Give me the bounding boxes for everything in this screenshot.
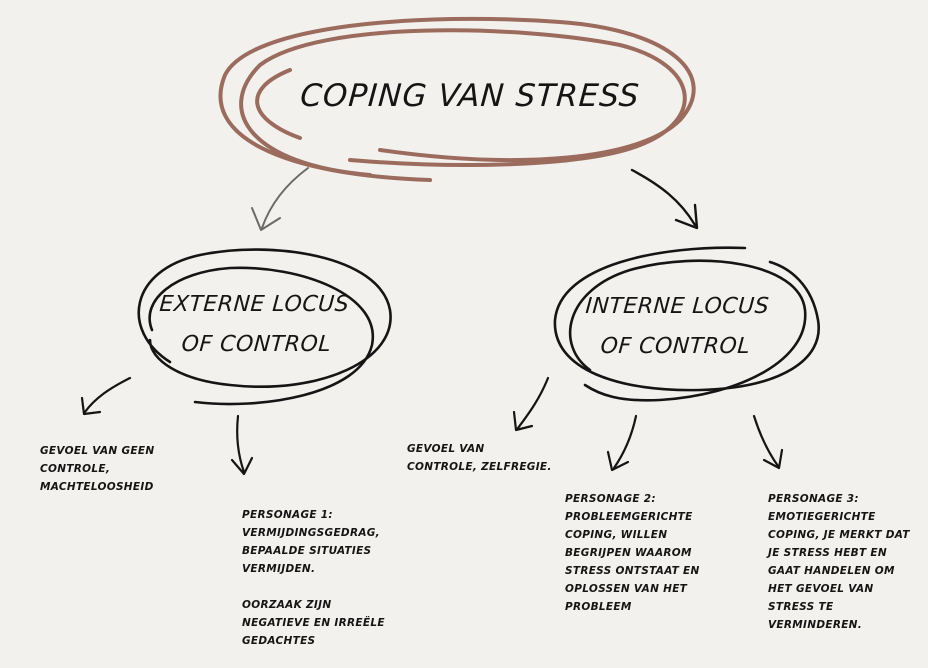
external-persona-block: PERSONAGE 1: VERMIJDINGSGEDRAG, BEPAALDE…	[242, 488, 412, 668]
external-cause-text: OORZAAK ZIJN NEGATIEVE EN IRREËLE GEDACH…	[242, 599, 385, 647]
internal-locus-line2: OF CONTROL	[599, 334, 751, 359]
arrow-external-persona	[236, 414, 246, 474]
arrow-external-persona-head	[230, 456, 254, 476]
internal-scribble-stroke-2	[568, 259, 807, 402]
internal-scribble-stroke-1	[553, 246, 821, 392]
arrow-to-internal	[630, 168, 697, 227]
arrow-internal-persona3	[752, 414, 780, 468]
internal-persona2-text: PERSONAGE 2: PROBLEEMGERICHTE COPING, WI…	[565, 493, 700, 613]
arrow-to-external-head	[251, 207, 281, 231]
internal-scribble	[553, 246, 821, 402]
external-locus-line1: EXTERNE LOCUS	[158, 292, 351, 317]
external-scribble-stroke-2	[148, 266, 375, 406]
arrow-external-feeling-head	[80, 396, 102, 416]
external-scribble	[137, 248, 392, 406]
internal-locus-line1: INTERNE LOCUS	[584, 294, 771, 319]
external-scribble-stroke-1	[137, 248, 392, 388]
title-scribble-stroke-1	[218, 16, 696, 182]
arrow-internal-persona3-head	[762, 448, 784, 470]
title-arrows	[251, 167, 699, 231]
internal-locus-label: INTERNE LOCUS OF CONTROL	[581, 287, 770, 367]
title-scribble-stroke-3	[255, 68, 302, 140]
arrow-to-external	[261, 167, 309, 229]
title-scribble-stroke-2	[239, 28, 687, 177]
arrow-internal-feeling-head	[512, 410, 534, 432]
arrow-to-internal-head	[674, 203, 699, 230]
leaf-arrows	[80, 376, 784, 476]
arrow-external-feeling	[83, 376, 132, 414]
external-locus-label: EXTERNE LOCUS OF CONTROL	[155, 285, 351, 365]
internal-feeling-text: GEVOEL VAN CONTROLE, ZELFREGIE.	[407, 443, 552, 473]
external-persona-text: PERSONAGE 1: VERMIJDINGSGEDRAG, BEPAALDE…	[242, 509, 380, 575]
external-locus-line2: OF CONTROL	[180, 332, 332, 357]
title-scribble	[218, 16, 696, 182]
internal-persona3-text: PERSONAGE 3: EMOTIEGERICHTE COPING, JE M…	[768, 493, 910, 631]
external-feeling-text: GEVOEL VAN GEEN CONTROLE, MACHTELOOSHEID	[40, 445, 155, 493]
diagram-drawing	[80, 16, 821, 476]
arrow-internal-persona2-head	[606, 450, 630, 472]
diagram-title: COPING VAN STRESS	[299, 78, 641, 114]
arrow-internal-feeling	[516, 376, 550, 430]
arrow-internal-persona2	[612, 414, 638, 470]
